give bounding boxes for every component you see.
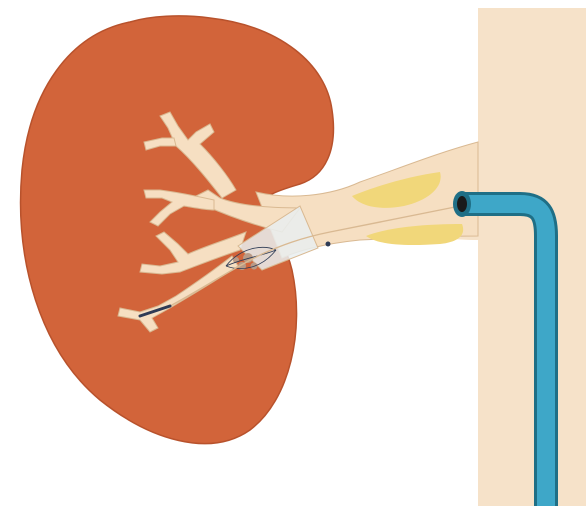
fiber-marker bbox=[326, 242, 331, 247]
bladder-wall bbox=[410, 8, 586, 506]
ureteroscope-lumen bbox=[457, 196, 467, 212]
